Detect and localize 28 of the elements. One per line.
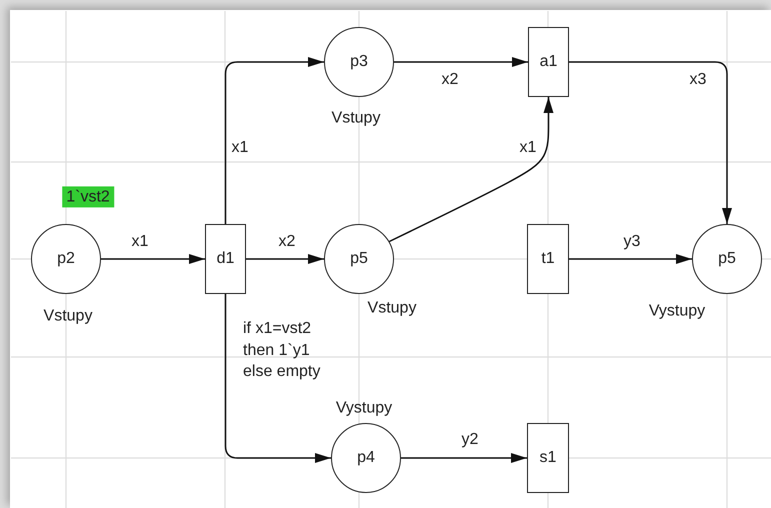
- place-type-label: Vstupy: [332, 108, 380, 128]
- arrow: [401, 453, 527, 463]
- arrow: [569, 61, 732, 224]
- arrow: [394, 57, 528, 67]
- edge-label: if x1=vst2 then 1`y1 else empty: [243, 319, 322, 382]
- place-type-label: Vstupy: [44, 306, 92, 326]
- transition-box: a1: [528, 27, 569, 97]
- edge-label: y2: [462, 430, 478, 450]
- edge-label: x2: [442, 70, 458, 90]
- edge-label: x1: [520, 138, 536, 158]
- transition-box: t1: [527, 224, 569, 294]
- edge-label: x1: [232, 138, 248, 158]
- edge-label: x1: [132, 232, 148, 252]
- token-marking: 1`vst2: [62, 186, 114, 208]
- edge-label: y3: [624, 232, 640, 252]
- arrow: [224, 294, 331, 463]
- transition-box: s1: [527, 423, 569, 493]
- arrow: [569, 254, 692, 264]
- place-type-label: Vstupy: [368, 298, 416, 318]
- arrow: [388, 97, 554, 242]
- arrow: [246, 254, 324, 264]
- edge-label: x3: [690, 70, 706, 90]
- transition-box: d1: [205, 224, 246, 294]
- place-type-label: Vystupy: [648, 301, 706, 321]
- arrow: [224, 57, 324, 224]
- place-type-label: Vystupy: [336, 398, 392, 418]
- edge-label: x2: [278, 232, 296, 252]
- arrow: [101, 254, 205, 264]
